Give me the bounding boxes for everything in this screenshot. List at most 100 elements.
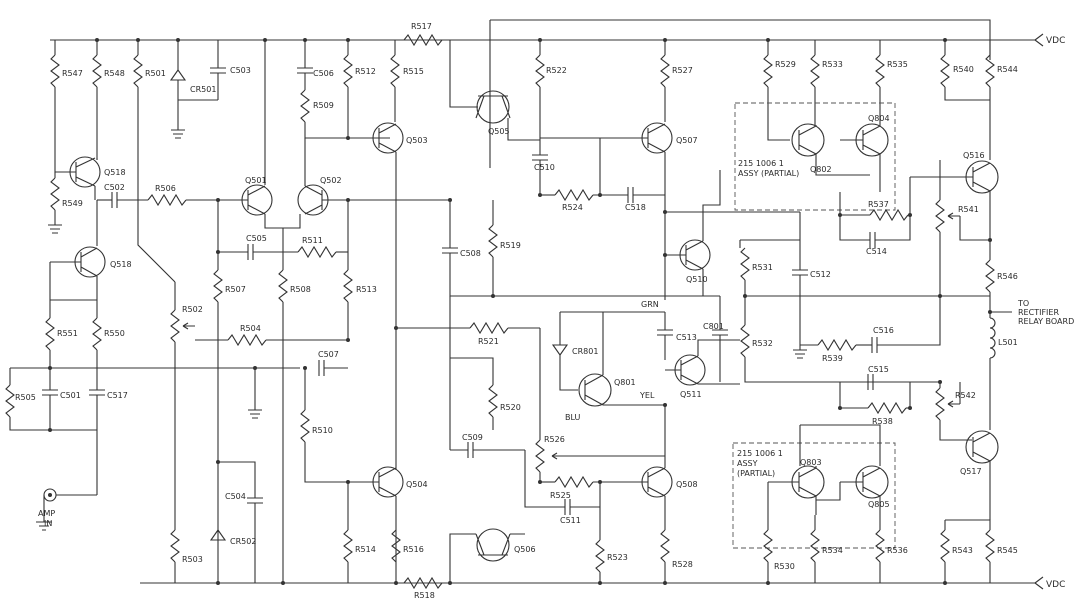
c509-label: C509 — [462, 433, 483, 442]
r533-label: R533 — [822, 60, 843, 69]
r549-label: R549 — [62, 199, 83, 208]
r532-label: R532 — [752, 339, 773, 348]
c511-label: C511 — [560, 516, 581, 525]
r540-label: R540 — [953, 65, 974, 74]
power-rails: VDC VDC — [50, 19, 1065, 590]
r539-label: R539 — [822, 354, 843, 363]
c503-label: C503 — [230, 66, 251, 75]
q505-label: Q505 — [488, 127, 510, 136]
r504-label: R504 — [240, 324, 261, 333]
cr502-label: CR502 — [230, 537, 256, 546]
r519-label: R519 — [500, 241, 521, 250]
assy-bottom-line3: (PARTIAL) — [737, 469, 775, 478]
r511-label: R511 — [302, 236, 323, 245]
c507-label: C507 — [318, 350, 339, 359]
q517-label: Q517 — [960, 467, 982, 476]
r548-label: R548 — [104, 69, 125, 78]
r541-label: R541 — [958, 205, 979, 214]
r522-label: R522 — [546, 66, 567, 75]
r550-label: R550 — [104, 329, 125, 338]
q510-label: Q510 — [686, 275, 708, 284]
driver-stage: Q505 R522 C510 R524 C518 R527 Q507 R5 — [396, 40, 720, 583]
q504-label: Q504 — [406, 480, 428, 489]
r531-label: R531 — [752, 263, 773, 272]
q503-label: Q503 — [406, 136, 428, 145]
q802-label: Q802 — [810, 165, 832, 174]
q801-label: Q801 — [614, 378, 636, 387]
r545-label: R545 — [997, 546, 1018, 555]
r529-label: R529 — [775, 60, 796, 69]
c501-label: C501 — [60, 391, 81, 400]
r523-label: R523 — [607, 553, 628, 562]
rail-top-label: VDC — [1046, 36, 1065, 46]
q518a-label: Q518 — [104, 168, 126, 177]
output-stage: R529 R533 R535 R540 R544 215 1006 1 ASSY… — [732, 40, 1074, 583]
r514-label: R514 — [355, 545, 376, 554]
r512-label: R512 — [355, 67, 376, 76]
cr801-label: CR801 — [572, 347, 598, 356]
assy-bottom-line1: 215 1006 1 — [737, 449, 783, 458]
c513-label: C513 — [676, 333, 697, 342]
r505-label: R505 — [15, 393, 36, 402]
r530-label: R530 — [774, 562, 795, 571]
r526-label: R526 — [544, 435, 565, 444]
r542-label: R542 — [955, 391, 976, 400]
c504-label: C504 — [225, 492, 246, 501]
relay-note-1: TO — [1017, 299, 1029, 308]
r518-label: R518 — [414, 591, 435, 600]
r544-label: R544 — [997, 65, 1018, 74]
r534-label: R534 — [822, 546, 843, 555]
c510-label: C510 — [534, 163, 555, 172]
r516-label: R516 — [403, 545, 424, 554]
c508-label: C508 — [460, 249, 481, 258]
q518b-label: Q518 — [110, 260, 132, 269]
r502-label: R502 — [182, 305, 203, 314]
r509-label: R509 — [313, 101, 334, 110]
q501-label: Q501 — [245, 176, 267, 185]
r536-label: R536 — [887, 546, 908, 555]
r513-label: R513 — [356, 285, 377, 294]
r528-label: R528 — [672, 560, 693, 569]
assy-top-line1: 215 1006 1 — [738, 159, 784, 168]
r507-label: R507 — [225, 285, 246, 294]
cr501-label: CR501 — [190, 85, 216, 94]
q516-label: Q516 — [963, 151, 985, 160]
r510-label: R510 — [312, 426, 333, 435]
relay-note-3: RELAY BOARD — [1018, 317, 1074, 326]
c505-label: C505 — [246, 234, 267, 243]
r551-label: R551 — [57, 329, 78, 338]
q805-label: Q805 — [868, 500, 890, 509]
r503-label: R503 — [182, 555, 203, 564]
r517-label: R517 — [411, 22, 432, 31]
q804-label: Q804 — [868, 114, 890, 123]
r538-label: R538 — [872, 417, 893, 426]
r535-label: R535 — [887, 60, 908, 69]
l501-label: L501 — [998, 338, 1018, 347]
q507-label: Q507 — [676, 136, 698, 145]
r546-label: R546 — [997, 272, 1018, 281]
q803-label: Q803 — [800, 458, 822, 467]
r508-label: R508 — [290, 285, 311, 294]
c502-label: C502 — [104, 183, 125, 192]
rail-bottom-label: VDC — [1046, 580, 1065, 590]
c514-label: C514 — [866, 247, 887, 256]
q508-label: Q508 — [676, 480, 698, 489]
c801-label: C801 — [703, 322, 724, 331]
r501-label: R501 — [145, 69, 166, 78]
blu-label: BLU — [565, 413, 581, 422]
bias-stage: Q510 C513 C801 Q511 R531 R532 C512 — [657, 170, 990, 399]
grn-label: GRN — [641, 300, 659, 309]
c512-label: C512 — [810, 270, 831, 279]
junction-dots — [95, 38, 992, 585]
c517-label: C517 — [107, 391, 128, 400]
differential-stage: R501 CR501 C503 Q501 Q502 C506 R509 R — [133, 22, 478, 600]
input-stage: R547 R548 Q518 R549 C502 R506 Q518 — [5, 40, 300, 531]
c518-label: C518 — [625, 203, 646, 212]
c515-label: C515 — [868, 365, 889, 374]
q506-label: Q506 — [514, 545, 536, 554]
r524-label: R524 — [562, 203, 583, 212]
r547-label: R547 — [62, 69, 83, 78]
amp-in-label-1: AMP — [38, 509, 55, 518]
assy-bottom-line2: ASSY — [737, 459, 758, 468]
